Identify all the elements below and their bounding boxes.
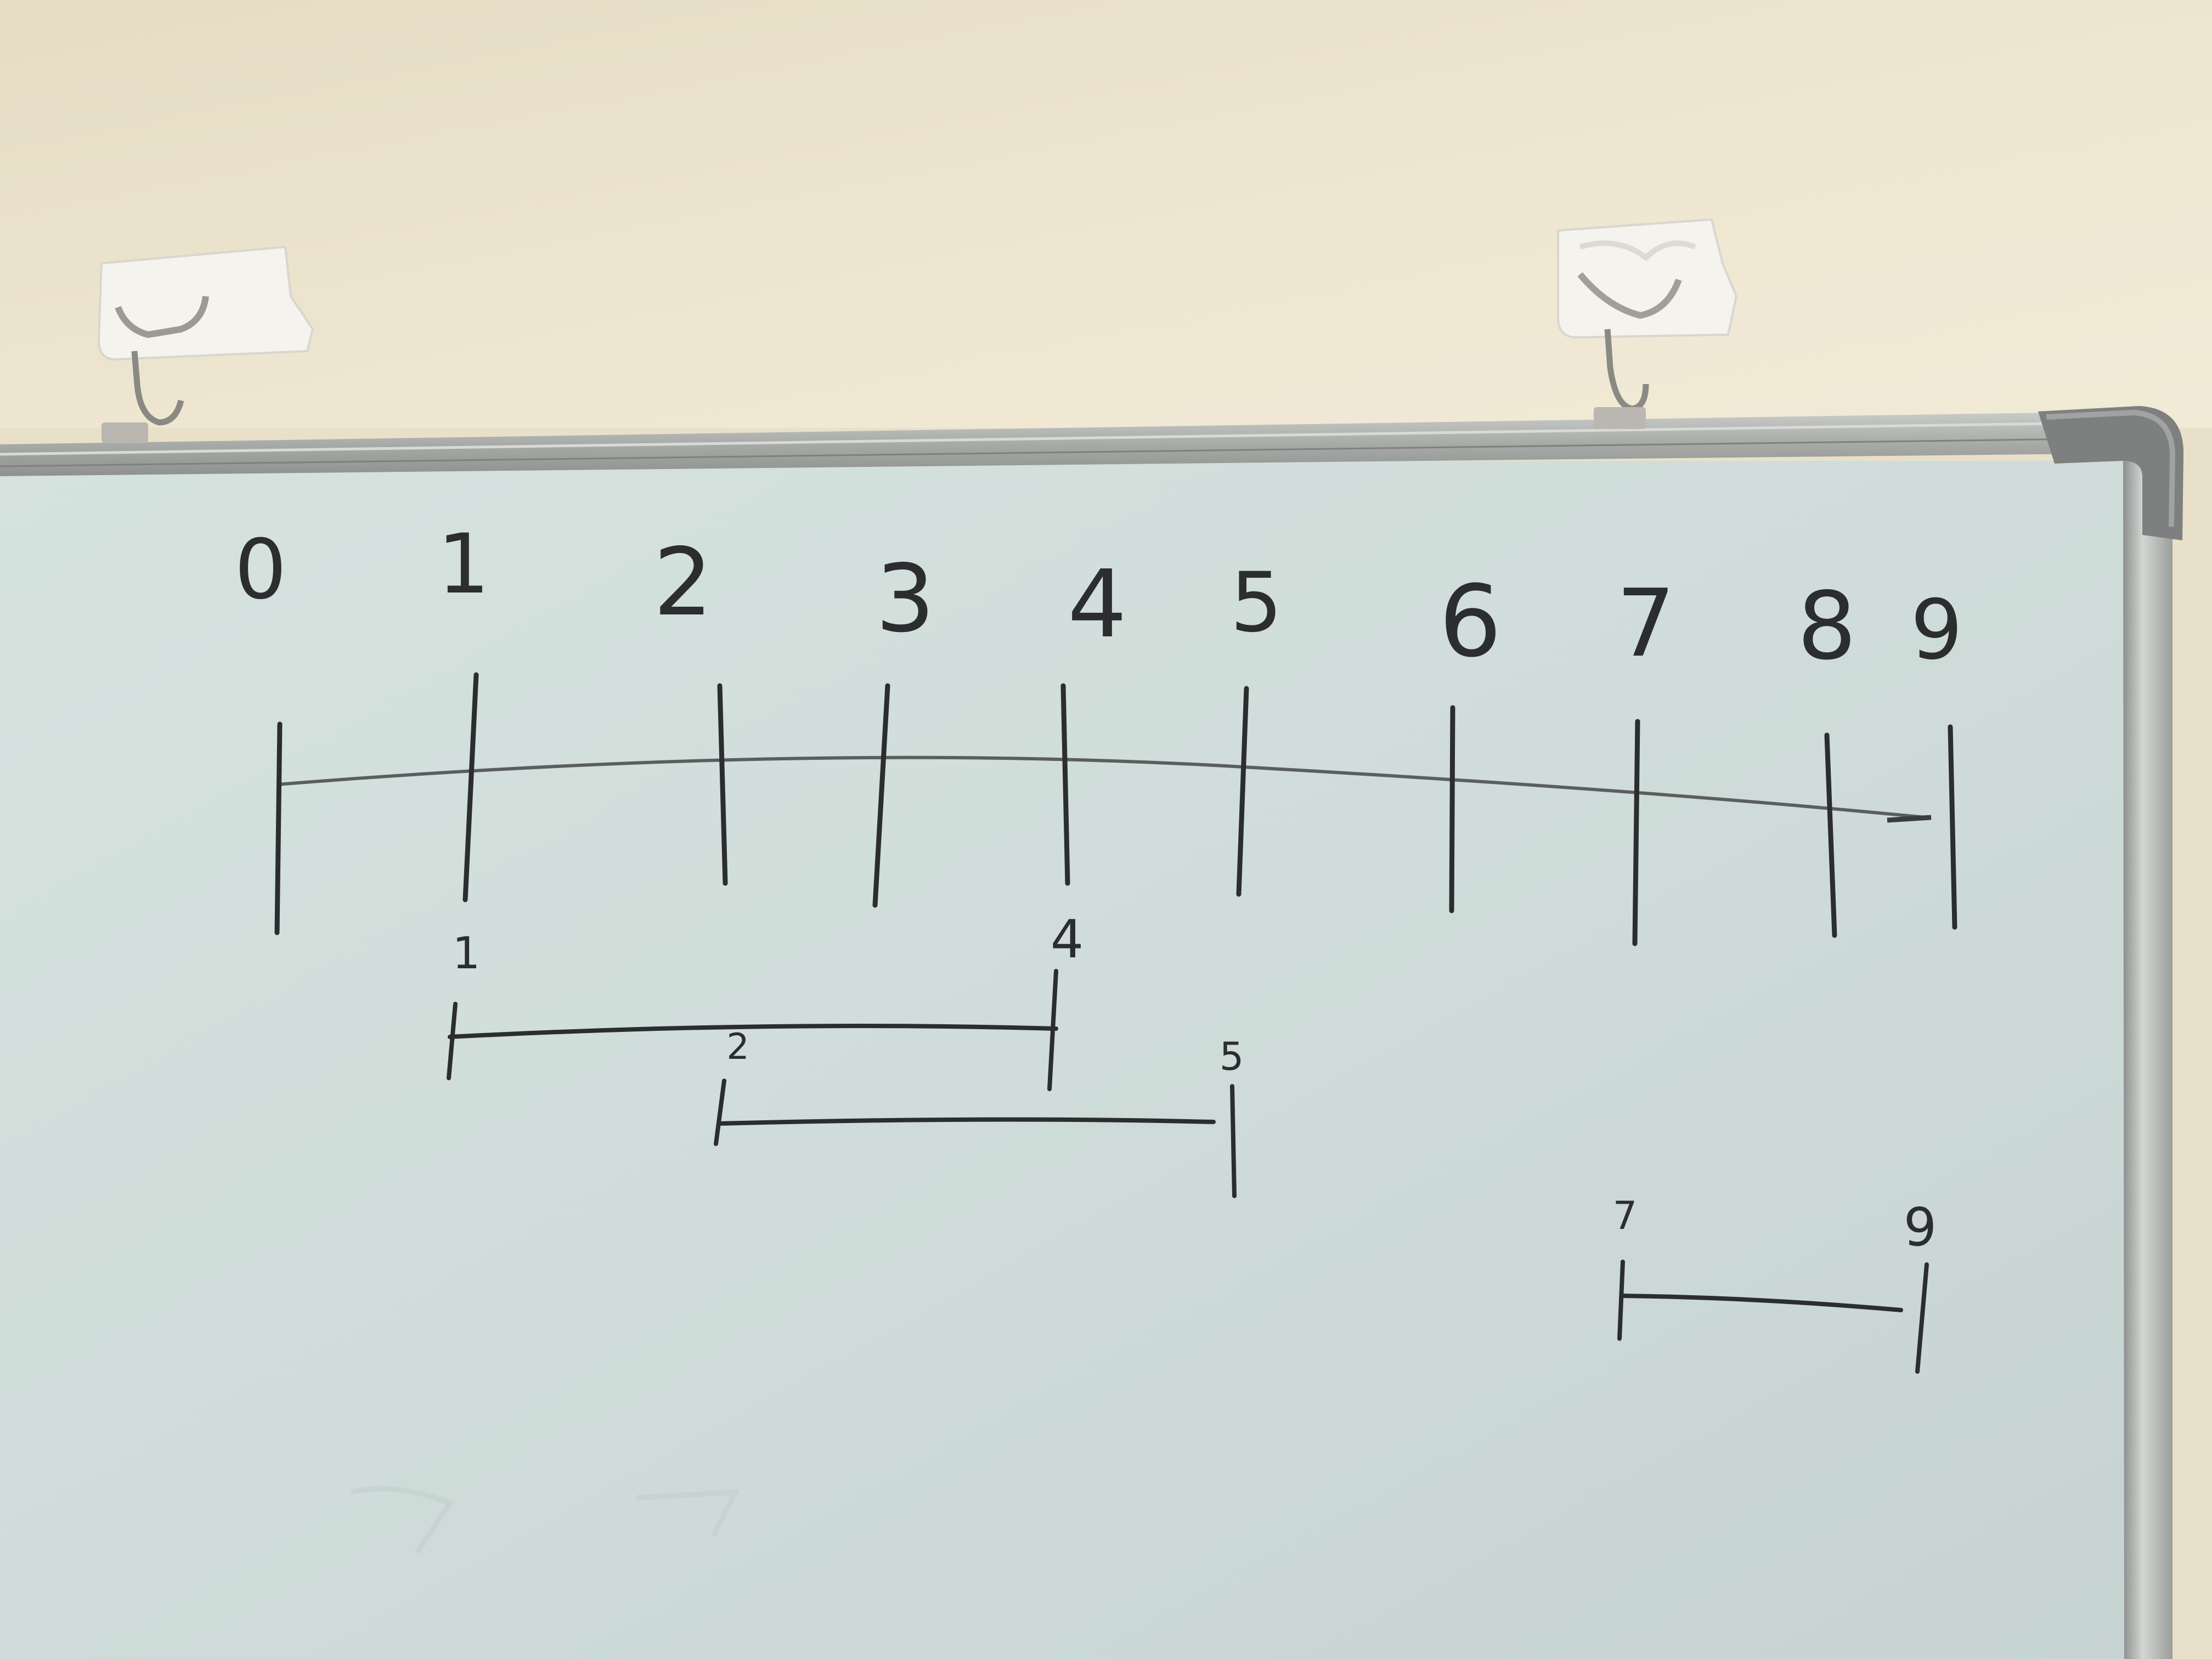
right-adhesive-hook bbox=[1557, 218, 1738, 429]
number-line-labels: 0 1 2 3 4 5 6 7 8 9 bbox=[234, 517, 1962, 681]
faint-erased-marks bbox=[350, 1486, 740, 1554]
number-label-6: 6 bbox=[1439, 565, 1502, 679]
frame-corner-cap bbox=[2038, 406, 2184, 540]
segment-2-to-5: 2 5 bbox=[714, 1026, 1244, 1198]
tick-8 bbox=[1824, 732, 1837, 938]
tick-0 bbox=[274, 721, 283, 935]
tick-2 bbox=[717, 683, 728, 886]
tick-9 bbox=[1948, 724, 1957, 930]
segment-7-to-9: 7 9 bbox=[1613, 1193, 1937, 1374]
number-label-1: 1 bbox=[437, 517, 489, 612]
number-line-arrowhead bbox=[1887, 815, 1932, 823]
number-label-8: 8 bbox=[1797, 572, 1857, 681]
tick-5 bbox=[1236, 686, 1249, 897]
wall bbox=[0, 0, 2212, 428]
tick-3 bbox=[872, 683, 890, 908]
tick-1 bbox=[462, 672, 479, 902]
number-label-4: 4 bbox=[1068, 550, 1127, 659]
tick-7 bbox=[1632, 719, 1640, 946]
whiteboard-right-frame bbox=[2123, 450, 2172, 1659]
number-label-7: 7 bbox=[1616, 569, 1675, 678]
number-label-3: 3 bbox=[876, 545, 935, 653]
segment-1-to-4: 1 4 bbox=[447, 910, 1084, 1091]
segment-2-start-label: 2 bbox=[726, 1026, 749, 1068]
segment-1-end-label: 4 bbox=[1051, 910, 1084, 970]
segment-1-start-label: 1 bbox=[453, 928, 481, 979]
whiteboard-surface bbox=[0, 461, 2140, 1659]
tick-6 bbox=[1449, 705, 1455, 913]
segment-3-start-label: 7 bbox=[1613, 1193, 1638, 1238]
number-line-ticks bbox=[274, 672, 1957, 946]
number-label-5: 5 bbox=[1230, 555, 1282, 651]
left-adhesive-hook bbox=[97, 245, 314, 443]
number-label-0: 0 bbox=[234, 522, 286, 618]
number-label-9: 9 bbox=[1910, 583, 1962, 678]
number-label-2: 2 bbox=[653, 528, 713, 637]
number-line-axis bbox=[276, 755, 1926, 819]
segment-2-end-label: 5 bbox=[1220, 1034, 1244, 1079]
tick-4 bbox=[1060, 683, 1070, 886]
segment-3-end-label: 9 bbox=[1904, 1198, 1937, 1258]
